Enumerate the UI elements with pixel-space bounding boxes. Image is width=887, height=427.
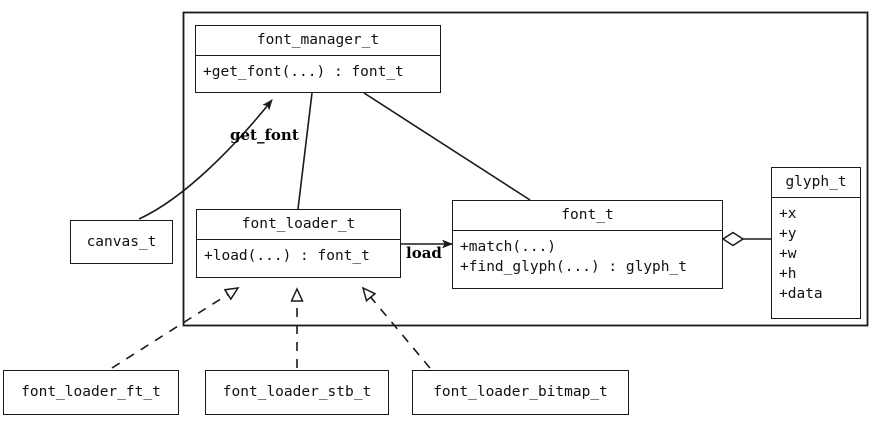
class-name-font-loader-stb-t: font_loader_stb_t	[222, 384, 372, 401]
class-members-font-manager-t: +get_font(...) : font_t	[196, 56, 440, 88]
edge-manager-to-font	[363, 92, 531, 201]
edge-label-load: load	[406, 244, 442, 262]
class-divider	[453, 229, 722, 231]
class-name-canvas-t: canvas_t	[86, 233, 157, 250]
class-name-font-loader-ft-t: font_loader_ft_t	[21, 384, 161, 401]
class-member: +load(...) : font_t	[204, 247, 370, 264]
class-divider	[772, 196, 860, 198]
class-member: +h	[779, 265, 797, 282]
class-member: +w	[779, 245, 797, 262]
edge-bitmap-realization	[363, 288, 431, 369]
class-member: +data	[779, 285, 823, 302]
edge-label-get-font: get_font	[230, 126, 299, 144]
class-member: +find_glyph(...) : glyph_t	[460, 258, 687, 275]
class-box-font-loader-stb-t[interactable]: font_loader_stb_t	[205, 370, 389, 415]
class-name-font-loader-bitmap-t: font_loader_bitmap_t	[433, 384, 608, 401]
class-box-font-loader-ft-t[interactable]: font_loader_ft_t	[3, 370, 179, 415]
class-box-font-manager-t[interactable]: font_manager_t +get_font(...) : font_t	[195, 25, 441, 93]
class-box-canvas-t[interactable]: canvas_t	[70, 220, 173, 264]
class-member: +y	[779, 225, 797, 242]
edge-canvas-to-manager	[138, 99, 273, 220]
class-member: +get_font(...) : font_t	[203, 63, 404, 80]
class-box-font-t[interactable]: font_t +match(...) +find_glyph(...) : gl…	[452, 200, 723, 289]
class-divider	[197, 238, 400, 240]
class-members-font-loader-t: +load(...) : font_t	[197, 240, 400, 272]
class-member: +match(...)	[460, 238, 557, 255]
edge-manager-to-loader	[297, 92, 313, 210]
class-box-font-loader-t[interactable]: font_loader_t +load(...) : font_t	[196, 209, 401, 278]
class-members-glyph-t: +x +y +w +h +data	[772, 198, 860, 310]
class-box-font-loader-bitmap-t[interactable]: font_loader_bitmap_t	[412, 370, 629, 415]
class-members-font-t: +match(...) +find_glyph(...) : glyph_t	[453, 231, 722, 283]
aggregation-diamond	[721, 231, 745, 247]
class-name-font-manager-t: font_manager_t	[256, 32, 380, 48]
class-name-font-loader-t: font_loader_t	[241, 216, 356, 232]
edge-ft-realization	[111, 288, 238, 369]
class-divider	[196, 54, 440, 56]
class-box-glyph-t[interactable]: glyph_t +x +y +w +h +data	[771, 167, 861, 319]
class-name-glyph-t: glyph_t	[785, 174, 847, 190]
class-member: +x	[779, 205, 797, 222]
class-name-font-t: font_t	[561, 207, 614, 223]
